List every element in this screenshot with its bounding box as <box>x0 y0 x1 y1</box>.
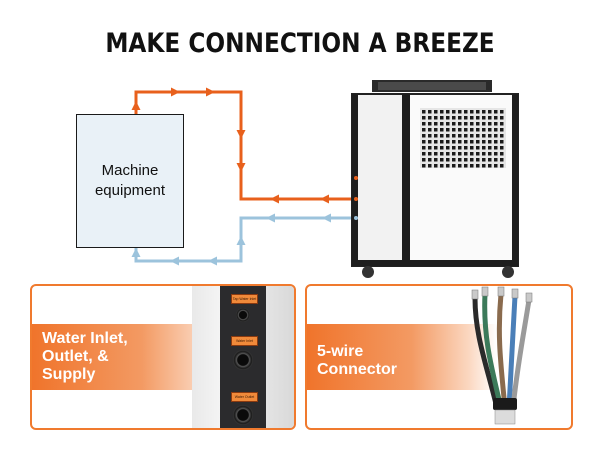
water-outlet-port <box>233 405 253 425</box>
headline: MAKE CONNECTION A BREEZE <box>105 28 495 59</box>
panel-band <box>307 324 497 390</box>
water-ports-panel: Water Inlet,Outlet, &Supply Tap Water In… <box>30 284 296 430</box>
outlet-arrow <box>320 194 329 204</box>
water-chiller-unit <box>351 80 519 278</box>
return-arrow <box>236 236 246 245</box>
return-arrow <box>131 248 141 257</box>
flow-diagram <box>131 87 353 266</box>
outlet-arrow <box>206 87 215 97</box>
outlet-arrow <box>236 130 246 139</box>
water-ports-title: Water Inlet,Outlet, &Supply <box>42 330 128 383</box>
outlet-arrow <box>236 163 246 172</box>
tap-water-inlet-port <box>236 308 250 322</box>
water-outlet-label: Water Outlet <box>231 392 258 402</box>
return-arrow <box>208 256 217 266</box>
return-arrow <box>266 213 275 223</box>
tap-water-inlet-label: Tap Water Inlet <box>231 294 258 304</box>
water-ports-photo: Tap Water Inlet Water Inlet Water Outlet <box>192 286 294 428</box>
water-inlet-label: Water Inlet <box>231 336 258 346</box>
five-wire-connector-icon <box>471 286 533 425</box>
outlet-arrow <box>171 87 180 97</box>
return-arrow <box>170 256 179 266</box>
return-arrow <box>322 213 331 223</box>
water-inlet-port <box>233 350 253 370</box>
vent-grille <box>420 108 506 168</box>
outlet-arrow <box>131 101 141 110</box>
outlet-arrow <box>270 194 279 204</box>
port-strip: Tap Water Inlet Water Inlet Water Outlet <box>220 286 266 428</box>
